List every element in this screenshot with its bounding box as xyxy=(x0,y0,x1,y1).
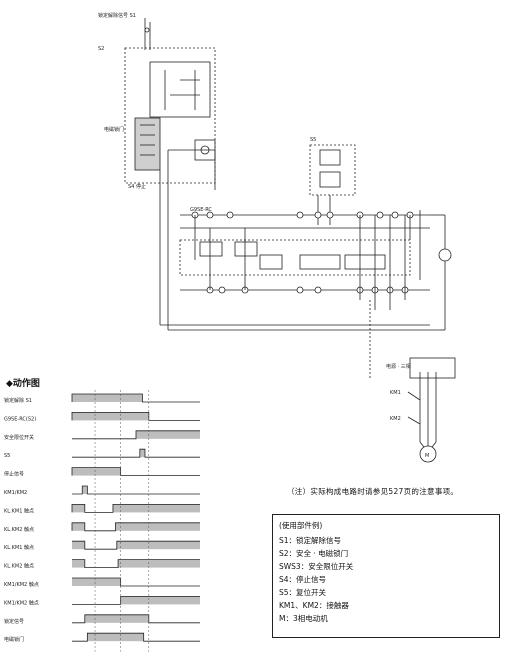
timing-high-fill xyxy=(72,541,85,550)
timing-row-label: KL.KM2 触点 xyxy=(4,526,34,533)
timing-row-label: 安全限位开关 xyxy=(4,434,34,441)
timing-high-fill xyxy=(72,394,143,402)
svg-text:S2: S2 xyxy=(98,46,104,52)
legend-item-s5: S5：复位开关 xyxy=(279,588,327,597)
timing-chart: 锁定解除 S1 G9SE-RC(S2) 安全限位开关 S5 停止信号 KM1/KM2KL.… xyxy=(4,390,200,652)
svg-text:G9SE-RC: G9SE-RC xyxy=(190,207,212,213)
timing-section-title: ◆动作图 xyxy=(6,379,40,389)
timing-row-label: 电磁锁门 xyxy=(4,636,24,643)
svg-text:KM1: KM1 xyxy=(390,390,401,396)
timing-high-fill xyxy=(112,504,200,513)
svg-text:电磁锁门: 电磁锁门 xyxy=(104,126,124,133)
timing-high-fill xyxy=(118,559,200,568)
timing-high-fill xyxy=(87,633,144,642)
svg-text:锁定解除信号 S1: 锁定解除信号 S1 xyxy=(98,12,136,19)
timing-row-label: 停止信号 xyxy=(4,471,24,478)
timing-high-fill xyxy=(139,449,145,458)
timing-waveform xyxy=(71,522,200,532)
legend-item-s1: S1：锁定解除信号 xyxy=(279,536,342,545)
legend-title: (使用部件例) xyxy=(279,521,323,530)
timing-high-fill xyxy=(82,486,88,494)
motor-circuit: KM1 KM2 M xyxy=(390,372,437,463)
timing-high-fill xyxy=(72,467,121,476)
timing-waveform xyxy=(72,614,200,624)
svg-text:S4 停止: S4 停止 xyxy=(128,183,146,190)
timing-high-fill xyxy=(120,596,200,605)
timing-high-fill xyxy=(84,614,149,623)
legend-item-km: KM1、KM2：接触器 xyxy=(279,601,349,610)
svg-text:电源 · 三相: 电源 · 三相 xyxy=(386,363,411,370)
timing-waveform xyxy=(72,448,200,458)
timing-row-label: KM1/KM2 xyxy=(4,490,27,496)
timing-waveform xyxy=(72,559,200,569)
svg-text:KM2: KM2 xyxy=(390,416,401,422)
timing-waveform xyxy=(71,393,200,403)
timing-waveform xyxy=(71,412,200,421)
timing-high-fill xyxy=(72,504,85,513)
svg-text:M: M xyxy=(425,453,429,459)
timing-waveform xyxy=(72,485,200,495)
parts-legend: (使用部件例) S1：锁定解除信号 S2：安全 · 电磁锁门 SWS3：安全限位… xyxy=(272,514,500,638)
timing-waveform xyxy=(72,430,200,440)
timing-high-fill xyxy=(136,430,200,439)
timing-row-label: KL.KM2 触点 xyxy=(4,563,34,570)
timing-high-fill xyxy=(72,522,85,531)
timing-waveform xyxy=(72,632,200,642)
timing-row-label: KM1/KM2 触点 xyxy=(4,581,39,588)
circuit-diagram: 锁定解除信号 S1 S2 电磁锁门 S4 停止 S5 G9SE-RC 电源 · … xyxy=(98,12,456,380)
timing-high-fill xyxy=(72,578,121,586)
wiring-note: （注）实际构成电路时请参见527页的注意事项。 xyxy=(287,487,459,496)
timing-row-label: KL.KM1 触点 xyxy=(4,507,34,514)
timing-waveform xyxy=(72,595,200,605)
timing-high-fill xyxy=(115,522,200,531)
svg-text:S5: S5 xyxy=(310,137,316,143)
timing-row-label: KM1/KM2 触点 xyxy=(4,599,39,606)
timing-row-label: KL.KM1 触点 xyxy=(4,544,34,551)
timing-row-label: S5 xyxy=(4,453,10,459)
timing-waveform xyxy=(72,540,200,550)
timing-high-fill xyxy=(72,559,85,568)
timing-high-fill xyxy=(72,412,149,421)
legend-item-motor: M：3相电动机 xyxy=(279,614,328,623)
timing-row-label: 锁定解除 S1 xyxy=(4,397,32,404)
timing-high-fill xyxy=(116,541,200,550)
timing-waveform xyxy=(71,503,200,513)
legend-item-s2: S2：安全 · 电磁锁门 xyxy=(279,549,349,558)
timing-row-label: 锁定信号 xyxy=(4,618,24,625)
timing-row-label: G9SE-RC(S2) xyxy=(4,416,36,422)
legend-item-s4: S4：停止信号 xyxy=(279,575,327,584)
legend-item-sws3: SWS3：安全限位开关 xyxy=(279,562,354,571)
